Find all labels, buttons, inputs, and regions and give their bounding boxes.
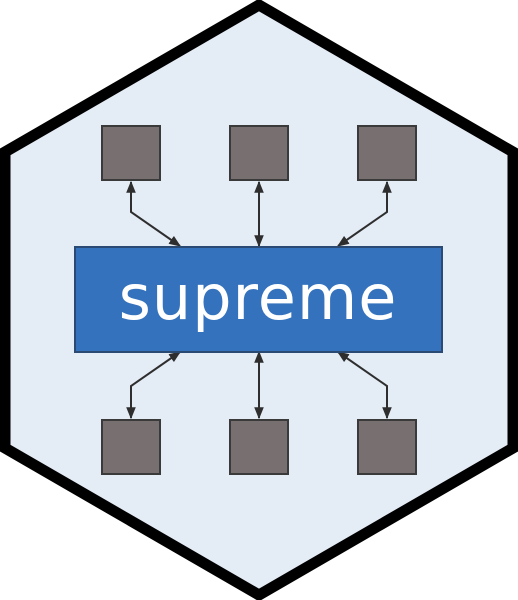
connector-bottom-left — [126, 351, 181, 420]
node-top-right — [357, 125, 417, 181]
center-box — [74, 246, 443, 353]
top-nodes — [101, 125, 417, 181]
node-bottom-center — [229, 419, 289, 475]
connector-top-left — [126, 180, 181, 247]
node-top-left — [101, 125, 161, 181]
wordmark: supreme — [119, 261, 398, 334]
node-top-center — [229, 125, 289, 181]
connector-top-right — [337, 180, 392, 247]
connector-bottom-right — [337, 351, 392, 420]
node-bottom-right — [357, 419, 417, 475]
bottom-nodes — [101, 419, 417, 475]
top-connectors — [126, 180, 392, 248]
bottom-connectors — [126, 350, 392, 420]
node-bottom-left — [101, 419, 161, 475]
